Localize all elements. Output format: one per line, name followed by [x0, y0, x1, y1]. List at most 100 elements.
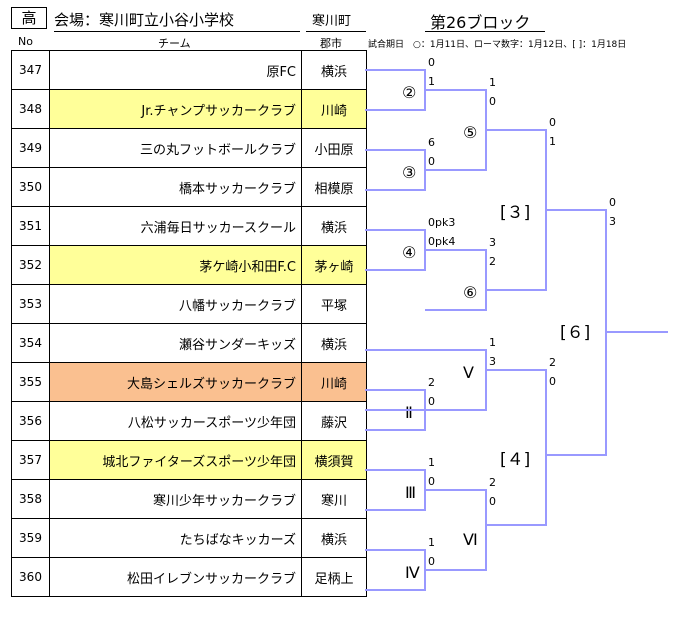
- score-top: 0: [549, 116, 556, 129]
- match-label: Ⅴ: [463, 363, 474, 382]
- score-top: 1: [489, 336, 496, 349]
- team-name: 三の丸フットボールクラブ: [49, 128, 302, 168]
- score-bottom: 1: [428, 75, 435, 88]
- bracket-match-line: [425, 249, 487, 311]
- score-bottom: 0: [489, 495, 496, 508]
- team-name: 橋本サッカークラブ: [49, 167, 302, 207]
- team-name: 城北ファイターズスポーツ少年団: [49, 440, 302, 480]
- score-bottom: 3: [609, 215, 616, 228]
- score-top: 2: [549, 356, 556, 369]
- team-city: 小田原: [301, 128, 367, 168]
- match-label: ④: [402, 243, 416, 262]
- team-city: 川崎: [301, 362, 367, 402]
- block-title: 第26ブロック: [430, 13, 531, 32]
- column-header-team: チーム: [158, 37, 191, 50]
- team-number: 348: [11, 89, 50, 129]
- team-city: 横浜: [301, 323, 367, 363]
- team-number: 358: [11, 479, 50, 519]
- score-bottom: 0pk4: [428, 235, 455, 248]
- team-city: 足柄上: [301, 557, 367, 597]
- team-city: 寒川: [301, 479, 367, 519]
- score-bottom: 1: [549, 135, 556, 148]
- match-label: [４]: [500, 450, 530, 470]
- match-label: Ⅵ: [463, 530, 478, 549]
- match-label: [３]: [500, 203, 530, 223]
- bracket-match-line: [486, 369, 547, 526]
- bracket-match-line: [425, 489, 487, 571]
- match-label: ②: [402, 83, 416, 102]
- score-bottom: 0: [549, 375, 556, 388]
- team-city: 横浜: [301, 50, 367, 90]
- team-name: 瀬谷サンダーキッズ: [49, 323, 302, 363]
- score-top: 1: [489, 76, 496, 89]
- column-header-no: No: [18, 35, 33, 48]
- level-badge: 高: [11, 7, 47, 29]
- match-label: ⑤: [463, 123, 477, 142]
- score-bottom: 0: [428, 555, 435, 568]
- score-top: 0: [428, 56, 435, 69]
- score-top: 0pk3: [428, 216, 455, 229]
- team-city: 川崎: [301, 89, 367, 129]
- team-number: 351: [11, 206, 50, 246]
- score-top: 0: [609, 196, 616, 209]
- column-header-city: 郡市: [320, 37, 342, 50]
- score-bottom: 3: [489, 355, 496, 368]
- town-underline: [306, 31, 366, 32]
- town-name: 寒川町: [312, 14, 352, 29]
- score-top: 1: [428, 536, 435, 549]
- venue-title: 会場：寒川町立小谷小学校: [54, 11, 235, 29]
- score-top: 3: [489, 236, 496, 249]
- team-name: 六浦毎日サッカースクール: [49, 206, 302, 246]
- schedule-legend: 試合期日 ○：1月11日、ローマ数字：1月12日、[ ]：1月18日: [368, 40, 627, 50]
- match-label: ③: [402, 163, 416, 182]
- team-number: 349: [11, 128, 50, 168]
- team-name: 茅ケ崎小和田F.C: [49, 245, 302, 285]
- match-label: Ⅲ: [405, 483, 416, 502]
- score-top: 6: [428, 136, 435, 149]
- score-top: 2: [428, 376, 435, 389]
- team-city: 相模原: [301, 167, 367, 207]
- venue-underline: [54, 31, 300, 32]
- block-underline: [425, 31, 545, 32]
- team-name: 松田イレブンサッカークラブ: [49, 557, 302, 597]
- team-name: 大島シェルズサッカークラブ: [49, 362, 302, 402]
- score-bottom: 0: [428, 395, 435, 408]
- score-top: 1: [428, 456, 435, 469]
- team-number: 353: [11, 284, 50, 324]
- match-label: Ⅳ: [405, 563, 420, 582]
- score-top: 2: [489, 476, 496, 489]
- team-city: 横須賀: [301, 440, 367, 480]
- score-bottom: 0: [428, 155, 435, 168]
- score-bottom: 2: [489, 255, 496, 268]
- bracket-match-line: [365, 349, 487, 411]
- team-city: 横浜: [301, 206, 367, 246]
- team-name: Jr.チャンプサッカークラブ: [49, 89, 302, 129]
- team-name: 寒川少年サッカークラブ: [49, 479, 302, 519]
- team-city: 藤沢: [301, 401, 367, 441]
- score-bottom: 0: [428, 475, 435, 488]
- match-label: ⑥: [463, 283, 477, 302]
- match-label: Ⅱ: [405, 403, 413, 422]
- score-bottom: 0: [489, 95, 496, 108]
- team-number: 359: [11, 518, 50, 558]
- team-name: 八松サッカースポーツ少年団: [49, 401, 302, 441]
- team-number: 350: [11, 167, 50, 207]
- match-label: [６]: [560, 323, 590, 343]
- team-number: 352: [11, 245, 50, 285]
